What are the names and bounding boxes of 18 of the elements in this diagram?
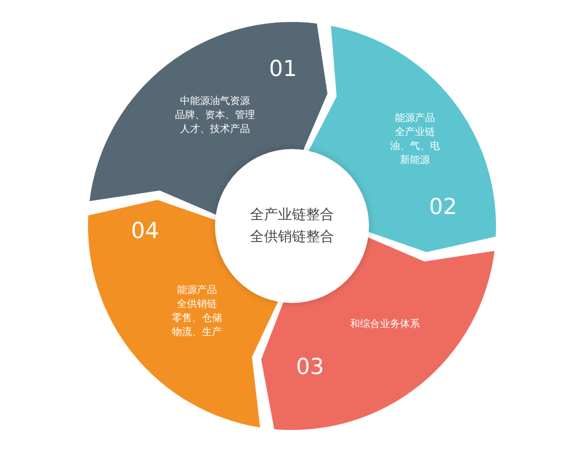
segment-text: 能源产品	[177, 284, 217, 298]
segment-text: 油、气、电	[390, 140, 440, 154]
step-number: 01	[269, 59, 297, 81]
segment-text: 全供销链	[177, 298, 217, 312]
segment-text: 和综合业务体系	[350, 318, 420, 332]
segment-text: 零售、仓储	[172, 312, 222, 326]
segment-text: 全产业链	[395, 126, 435, 140]
step-number: 04	[131, 221, 159, 243]
step-number: 03	[296, 357, 324, 379]
segment-text: 中能源油气资源	[180, 95, 250, 109]
segment-text: 新能源	[400, 154, 430, 168]
segment-text: 物流、生产	[172, 326, 222, 340]
center-text: 全产业链整合	[250, 206, 334, 224]
segment-text: 能源产品	[395, 112, 435, 126]
segment-text: 品牌、资本、管理	[175, 109, 255, 123]
step-number: 02	[429, 197, 457, 219]
segment-text: 人才、技术产品	[180, 123, 250, 137]
center-text: 全供销链整合	[250, 228, 334, 246]
